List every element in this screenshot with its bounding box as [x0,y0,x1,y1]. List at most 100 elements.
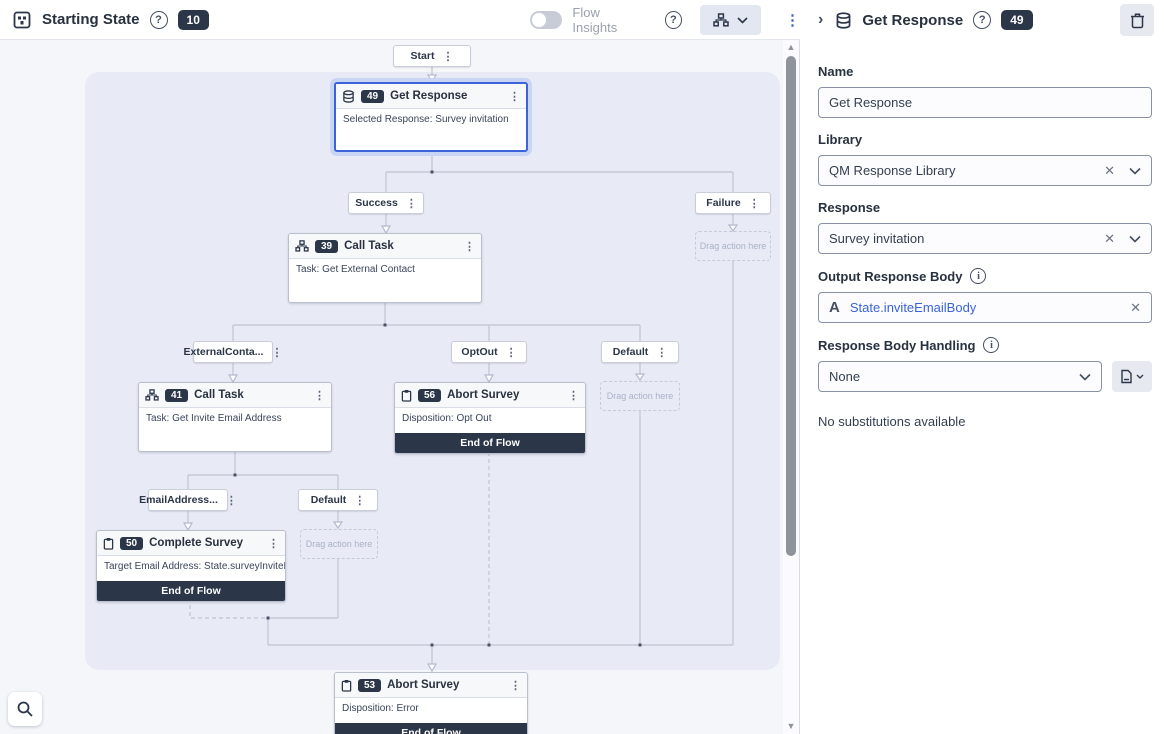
clear-icon[interactable]: ✕ [1104,162,1115,178]
end-of-flow-label: End of Flow [97,581,285,601]
kebab-menu-icon[interactable]: ⋮ [442,50,454,63]
info-icon[interactable]: i [983,337,1000,353]
node-badge: 49 [361,89,385,103]
kebab-menu-icon[interactable]: ⋮ [464,240,475,253]
flow-insights-help-icon[interactable]: ? [664,11,682,29]
properties-panel: › Get Response ? 49 Name Get Response Li… [799,0,1164,734]
panel-node-badge: 49 [1001,10,1033,30]
panel-help-icon[interactable]: ? [973,11,992,29]
branch-optout[interactable]: OptOut ⋮ [451,341,527,363]
delete-action-button[interactable] [1120,4,1154,36]
name-label: Name [818,64,854,79]
scroll-down-icon[interactable]: ▼ [786,721,796,731]
drop-placeholder[interactable]: Drag action here [300,529,378,559]
clear-icon[interactable]: ✕ [1130,299,1141,315]
node-abort-survey-53[interactable]: 53 Abort Survey ⋮ Disposition: Error End… [334,672,528,734]
chevron-down-icon [1136,374,1144,379]
kebab-menu-icon[interactable]: ⋮ [314,389,325,402]
branch-email-address[interactable]: EmailAddress... ⋮ [139,489,237,511]
canvas-menu-icon[interactable]: ⋮ [785,12,800,29]
branch-external-contact[interactable]: ExternalConta... ⋮ [184,341,282,363]
kebab-menu-icon[interactable]: ⋮ [405,197,417,210]
node-title: Call Task [344,240,394,252]
node-title: Call Task [194,389,244,401]
node-body-text: Disposition: Error [342,703,419,714]
node-body-text: Selected Response: Survey invitation [343,114,509,125]
node-badge: 50 [120,536,144,550]
node-abort-survey-56[interactable]: 56 Abort Survey ⋮ Disposition: Opt Out E… [394,382,586,454]
response-body-handling-select[interactable]: None [818,361,1103,392]
kebab-menu-icon[interactable]: ⋮ [505,346,517,359]
library-label: Library [818,132,863,147]
hierarchy-icon [713,13,729,27]
drop-placeholder[interactable]: Drag action here [695,231,771,261]
flow-insights-toggle[interactable] [530,11,563,29]
start-node[interactable]: Start ⋮ [393,45,471,67]
flow-insights-label: Flow Insights [572,5,618,35]
node-body-text: Task: Get External Contact [296,264,415,275]
node-complete-survey-50[interactable]: 50 Complete Survey ⋮ Target Email Addres… [96,530,286,602]
flow-canvas[interactable]: Start ⋮ 49 Get Response ⋮ Selected Respo… [0,40,783,734]
node-badge: 56 [418,388,442,402]
branch-success[interactable]: Success ⋮ [348,192,424,214]
kebab-menu-icon[interactable]: ⋮ [354,494,366,507]
response-body-handling-label: Response Body Handling i [818,337,1152,353]
expression-mode-button[interactable] [1112,361,1152,392]
drop-placeholder[interactable]: Drag action here [600,381,680,411]
trash-icon [1130,12,1144,28]
node-get-response[interactable]: 49 Get Response ⋮ Selected Response: Sur… [334,82,528,152]
collapse-panel-icon[interactable]: › [818,11,824,28]
response-value: Survey invitation [829,231,925,246]
scroll-up-icon[interactable]: ▲ [786,42,796,52]
state-icon [13,11,31,28]
branch-label: Success [355,197,398,209]
branch-failure[interactable]: Failure ⋮ [695,192,771,214]
kebab-menu-icon[interactable]: ⋮ [268,537,279,550]
response-select[interactable]: Survey invitation ✕ [818,223,1152,254]
branch-default-1[interactable]: Default ⋮ [601,341,679,363]
library-select[interactable]: QM Response Library ✕ [818,155,1152,186]
branch-label: Default [310,494,347,506]
branch-label: OptOut [461,346,498,358]
info-icon[interactable]: i [970,268,987,284]
node-title: Complete Survey [149,537,244,549]
kebab-menu-icon[interactable]: ⋮ [509,90,520,103]
clear-icon[interactable]: ✕ [1104,230,1115,246]
chevron-down-icon[interactable] [1129,167,1141,175]
kebab-menu-icon[interactable]: ⋮ [510,679,521,692]
kebab-menu-icon[interactable]: ⋮ [225,494,237,507]
node-badge: 39 [315,239,339,253]
kebab-menu-icon[interactable]: ⋮ [748,197,760,210]
output-response-body-field[interactable]: A State.inviteEmailBody ✕ [818,292,1152,323]
kebab-menu-icon[interactable]: ⋮ [656,346,668,359]
search-icon [17,701,33,717]
name-input[interactable]: Get Response [818,87,1152,118]
response-icon [836,11,851,29]
kebab-menu-icon[interactable]: ⋮ [568,389,579,402]
canvas-zoom-button[interactable] [8,692,42,726]
branch-label: ExternalConta... [183,346,264,358]
node-title: Abort Survey [387,679,460,691]
start-label: Start [410,50,435,62]
canvas-toolbar: Starting State ? 10 Flow Insights ? ⋮ [0,0,800,40]
node-badge: 53 [358,678,382,692]
scrollbar-thumb[interactable] [786,56,796,556]
node-body-text: Target Email Address: State.surveyInvite… [104,561,285,572]
node-call-task-39[interactable]: 39 Call Task ⋮ Task: Get External Contac… [288,233,482,303]
layout-dropdown-button[interactable] [699,5,761,35]
kebab-menu-icon[interactable]: ⋮ [271,346,283,359]
node-title: Get Response [390,90,468,102]
node-title: Abort Survey [447,389,520,401]
branch-default-2[interactable]: Default ⋮ [298,489,378,511]
call-task-icon [295,240,309,252]
call-task-icon [145,389,159,401]
survey-icon [341,679,352,692]
canvas-vertical-scrollbar[interactable]: ▲ ▼ [783,40,799,734]
node-call-task-41[interactable]: 41 Call Task ⋮ Task: Get Invite Email Ad… [138,382,332,452]
state-help-icon[interactable]: ? [149,10,168,29]
drop-placeholder-label: Drag action here [305,539,373,549]
chevron-down-icon[interactable] [1079,373,1091,381]
chevron-down-icon[interactable] [1129,235,1141,243]
end-of-flow-label: End of Flow [395,433,585,453]
